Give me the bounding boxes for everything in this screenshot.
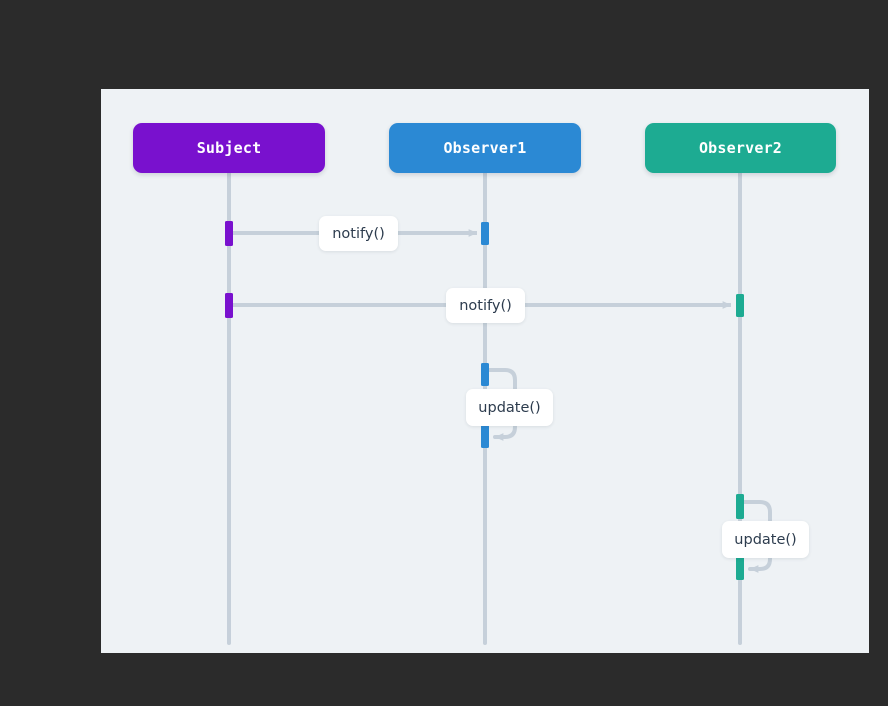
- message-label-notify-1-text: notify(): [332, 225, 385, 242]
- activation-observer2-3: [736, 555, 744, 580]
- participant-box-observer1[interactable]: Observer1: [389, 123, 581, 173]
- activation-subject-2: [225, 293, 233, 318]
- activation-bars: [225, 221, 744, 580]
- participant-label-observer1: Observer1: [443, 139, 527, 157]
- participant-box-observer2[interactable]: Observer2: [645, 123, 836, 173]
- message-label-update-1-text: update(): [478, 399, 541, 416]
- sequence-diagram-svg: [225, 171, 772, 645]
- activation-observer1-2: [481, 363, 489, 386]
- participant-box-subject[interactable]: Subject: [133, 123, 325, 173]
- activation-observer2-1: [736, 294, 744, 317]
- activation-subject-1: [225, 221, 233, 246]
- activation-observer2-2: [736, 494, 744, 519]
- participant-label-subject: Subject: [196, 139, 262, 157]
- message-label-update-2[interactable]: update(): [722, 521, 809, 558]
- activation-observer1-3: [481, 425, 489, 448]
- message-label-update-2-text: update(): [734, 531, 797, 548]
- message-label-notify-2[interactable]: notify(): [446, 288, 525, 323]
- activation-observer1-1: [481, 222, 489, 245]
- message-label-notify-1[interactable]: notify(): [319, 216, 398, 251]
- diagram-canvas[interactable]: Subject Observer1 Observer2 notify() not…: [101, 89, 869, 653]
- message-label-notify-2-text: notify(): [459, 297, 512, 314]
- participant-label-observer2: Observer2: [698, 139, 783, 157]
- message-label-update-1[interactable]: update(): [466, 389, 553, 426]
